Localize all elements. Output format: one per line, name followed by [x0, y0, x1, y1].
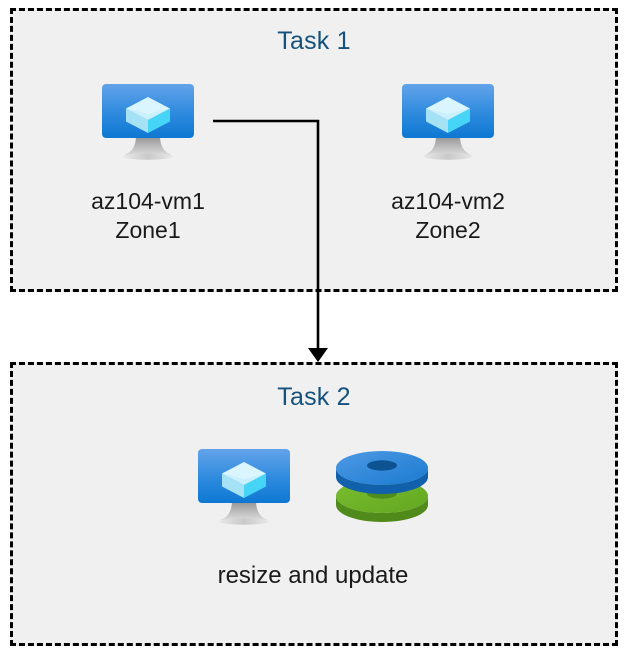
connector-arrowhead-icon	[308, 348, 328, 362]
task2-title: Task 2	[277, 383, 351, 411]
node-label-az104-vm1: az104-vm1 Zone1	[91, 188, 205, 243]
azure-virtual-machine-icon	[398, 78, 498, 166]
node-az104-vm2[interactable]: az104-vm2 Zone2	[348, 78, 548, 245]
node-resize-and-update[interactable]: resize and update	[163, 443, 463, 590]
node-label-resize-and-update: resize and update	[217, 562, 409, 589]
task1-title: Task 1	[277, 27, 351, 55]
azure-managed-disks-icon	[332, 443, 432, 531]
node-az104-vm1[interactable]: az104-vm1 Zone1	[48, 78, 248, 245]
azure-virtual-machine-icon	[194, 443, 294, 531]
task2-container	[10, 362, 618, 646]
azure-virtual-machine-icon	[98, 78, 198, 166]
node-label-az104-vm2: az104-vm2 Zone2	[391, 188, 505, 243]
resize-icon-row	[163, 443, 463, 531]
